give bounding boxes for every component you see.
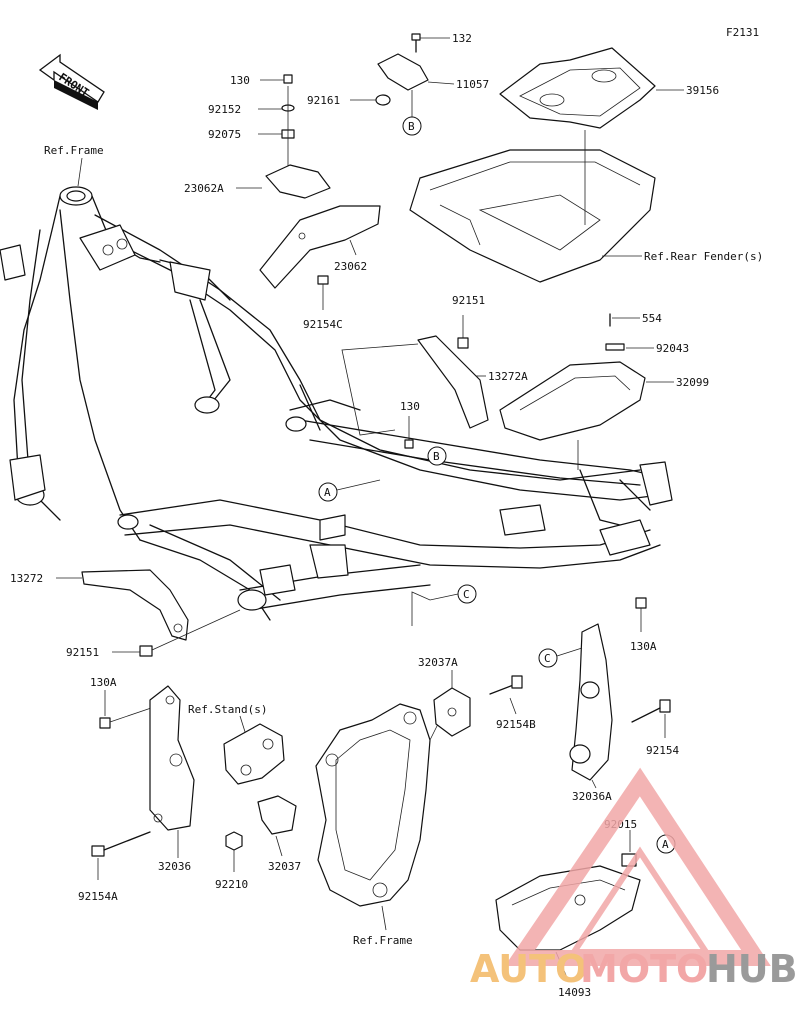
label-13272A: 13272A [488, 370, 528, 383]
label-130A-right: 130A [630, 640, 657, 653]
bolt-130-mid: 130 [400, 400, 420, 449]
bolt-130A-left: 130A [90, 676, 161, 729]
label-92151-top: 92151 [452, 294, 485, 307]
label-32036A: 32036A [572, 790, 612, 803]
bolt-92154: 92154 [631, 699, 679, 757]
ref-frame-top: Ref.Frame [44, 144, 104, 157]
bracket-32037: 32037 [257, 795, 301, 873]
figure-code: F2131 [726, 26, 759, 39]
grommet-92161: 92161 [307, 94, 391, 107]
bracket-13272: 13272 [10, 569, 189, 641]
bolt-92154A: 92154A [78, 831, 151, 903]
callout-c-mid: C [411, 584, 477, 626]
callout-b-mid: B [427, 446, 447, 466]
watermark-auto: AUTO [470, 947, 587, 991]
bracket-32037A: 32037A [418, 656, 471, 737]
front-arrow-icon: FRONT [38, 53, 105, 110]
bracket-23062: 23062 [259, 205, 381, 289]
bolt-92154C: 92154C [303, 275, 343, 331]
label-23062: 23062 [334, 260, 367, 273]
callout-c-lower: C [538, 647, 583, 668]
label-92154: 92154 [646, 744, 679, 757]
watermark-hub: HUB [706, 947, 798, 991]
label-92154B: 92154B [496, 718, 536, 731]
label-32037: 32037 [268, 860, 301, 873]
callout-b-top: B [402, 116, 422, 136]
plate-32036A: 32036A [569, 623, 613, 803]
callout-a-mid-label: A [324, 486, 331, 499]
label-92154A: 92154A [78, 890, 118, 903]
callout-b-mid-label: B [433, 450, 440, 463]
bolt-130A-right: 130A [630, 597, 657, 653]
watermark-logo [504, 767, 771, 966]
label-92161: 92161 [307, 94, 340, 107]
ref-frame-bottom: Ref.Frame [353, 934, 413, 947]
pin-554: 554 [609, 312, 662, 327]
watermark-moto: MOTO [580, 947, 708, 991]
label-92154C: 92154C [303, 318, 343, 331]
rear-fender-tray: Ref.Rear Fender(s) [409, 130, 763, 283]
bolt-92151-top: 92151 [452, 294, 485, 349]
label-92152: 92152 [208, 103, 241, 116]
bolt-132: 132 [411, 32, 472, 53]
label-32099: 32099 [676, 376, 709, 389]
label-32036: 32036 [158, 860, 191, 873]
bolt-92151-bottom: 92151 [66, 609, 241, 659]
label-39156: 39156 [686, 84, 719, 97]
pin-92043: 92043 [605, 342, 689, 355]
label-92075: 92075 [208, 128, 241, 141]
callout-b-top-label: B [408, 120, 415, 133]
main-frame [0, 186, 673, 621]
label-92210: 92210 [215, 878, 248, 891]
callout-c-lower-label: C [544, 652, 551, 665]
label-130A-left: 130A [90, 676, 117, 689]
nut-92210: 92210 [215, 831, 248, 891]
label-23062A: 23062A [184, 182, 224, 195]
ref-rear-fender: Ref.Rear Fender(s) [644, 250, 763, 263]
label-130-top: 130 [230, 74, 250, 87]
plate-32036: 32036 [149, 685, 195, 873]
stand-bracket [223, 723, 285, 785]
callout-a-mid: A [318, 479, 381, 502]
label-13272: 13272 [10, 572, 43, 585]
engine-bracket [315, 703, 441, 931]
label-132: 132 [452, 32, 472, 45]
callout-a-lower-label: A [662, 838, 669, 851]
mat-39156: 39156 [499, 47, 719, 129]
callout-c-mid-label: C [463, 588, 470, 601]
label-11057: 11057 [456, 78, 489, 91]
bolt-92154B: 92154B [489, 675, 536, 731]
label-32037A: 32037A [418, 656, 458, 669]
tray-32099: 32099 [499, 361, 709, 470]
label-92151-bottom: 92151 [66, 646, 99, 659]
bracket-13272A: 13272A [341, 335, 528, 436]
ref-stand: Ref.Stand(s) [188, 703, 267, 716]
label-130-mid: 130 [400, 400, 420, 413]
label-92043: 92043 [656, 342, 689, 355]
bracket-11057: 11057 [377, 53, 489, 118]
label-554: 554 [642, 312, 662, 325]
bolt-stack-top: 130 92152 92075 [208, 74, 295, 180]
label-14093: 14093 [558, 986, 591, 999]
bracket-23062A: 23062A [184, 164, 331, 199]
